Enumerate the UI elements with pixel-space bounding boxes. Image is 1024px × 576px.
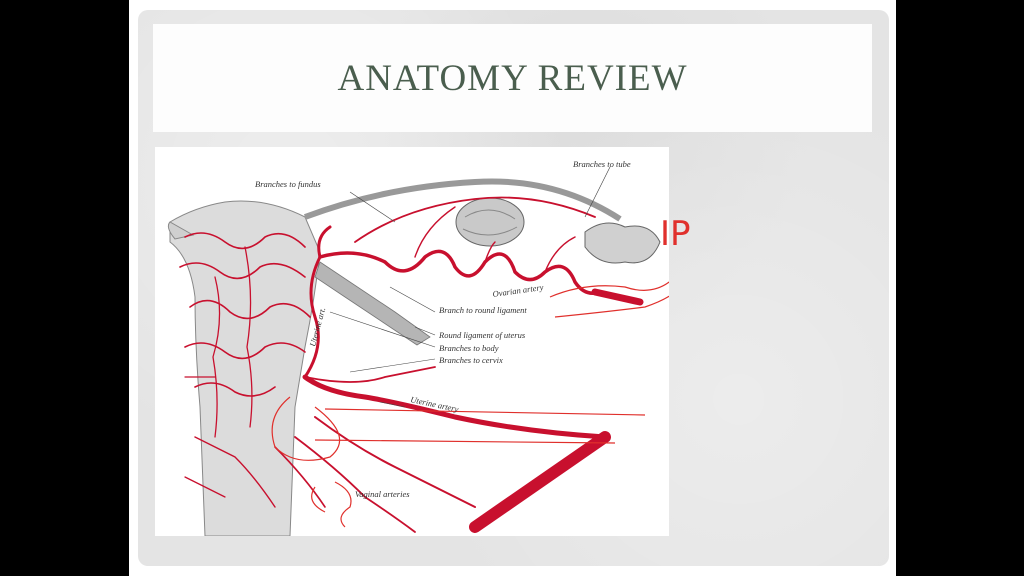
label-vaginal-arteries: Vaginal arteries [355, 489, 410, 499]
left-tube-stub [167, 221, 195, 240]
uterine-artery-trunk [469, 431, 611, 533]
label-ovarian-artery: Ovarian artery [492, 282, 544, 299]
ovary [455, 197, 525, 247]
title-box [153, 24, 872, 132]
label-branch-to-round-ligament: Branch to round ligament [439, 305, 527, 315]
label-round-ligament-of-uterus: Round ligament of uterus [438, 330, 526, 340]
fallopian-tube [303, 178, 622, 222]
fimbriae [584, 222, 661, 264]
label-branches-to-tube: Branches to tube [573, 159, 631, 169]
slide-title: ANATOMY REVIEW [337, 57, 688, 99]
ip-annotation-text: IP [660, 214, 691, 254]
annotation-strokes [271, 281, 669, 528]
ip-annotation: IP [660, 214, 691, 254]
label-branches-to-fundus: Branches to fundus [255, 179, 321, 189]
uterus-body [169, 200, 321, 536]
label-branches-to-cervix: Branches to cervix [439, 355, 503, 365]
artery-network [179, 196, 644, 533]
round-ligament [314, 261, 431, 346]
leader-lines [329, 166, 611, 408]
ovarian-artery [318, 249, 642, 304]
uterine-artery-illustration: Branches to fundus Branches to tube Ovar… [167, 159, 669, 536]
anatomy-figure: Branches to fundus Branches to tube Ovar… [155, 147, 669, 536]
label-branches-to-body: Branches to body [439, 343, 499, 353]
